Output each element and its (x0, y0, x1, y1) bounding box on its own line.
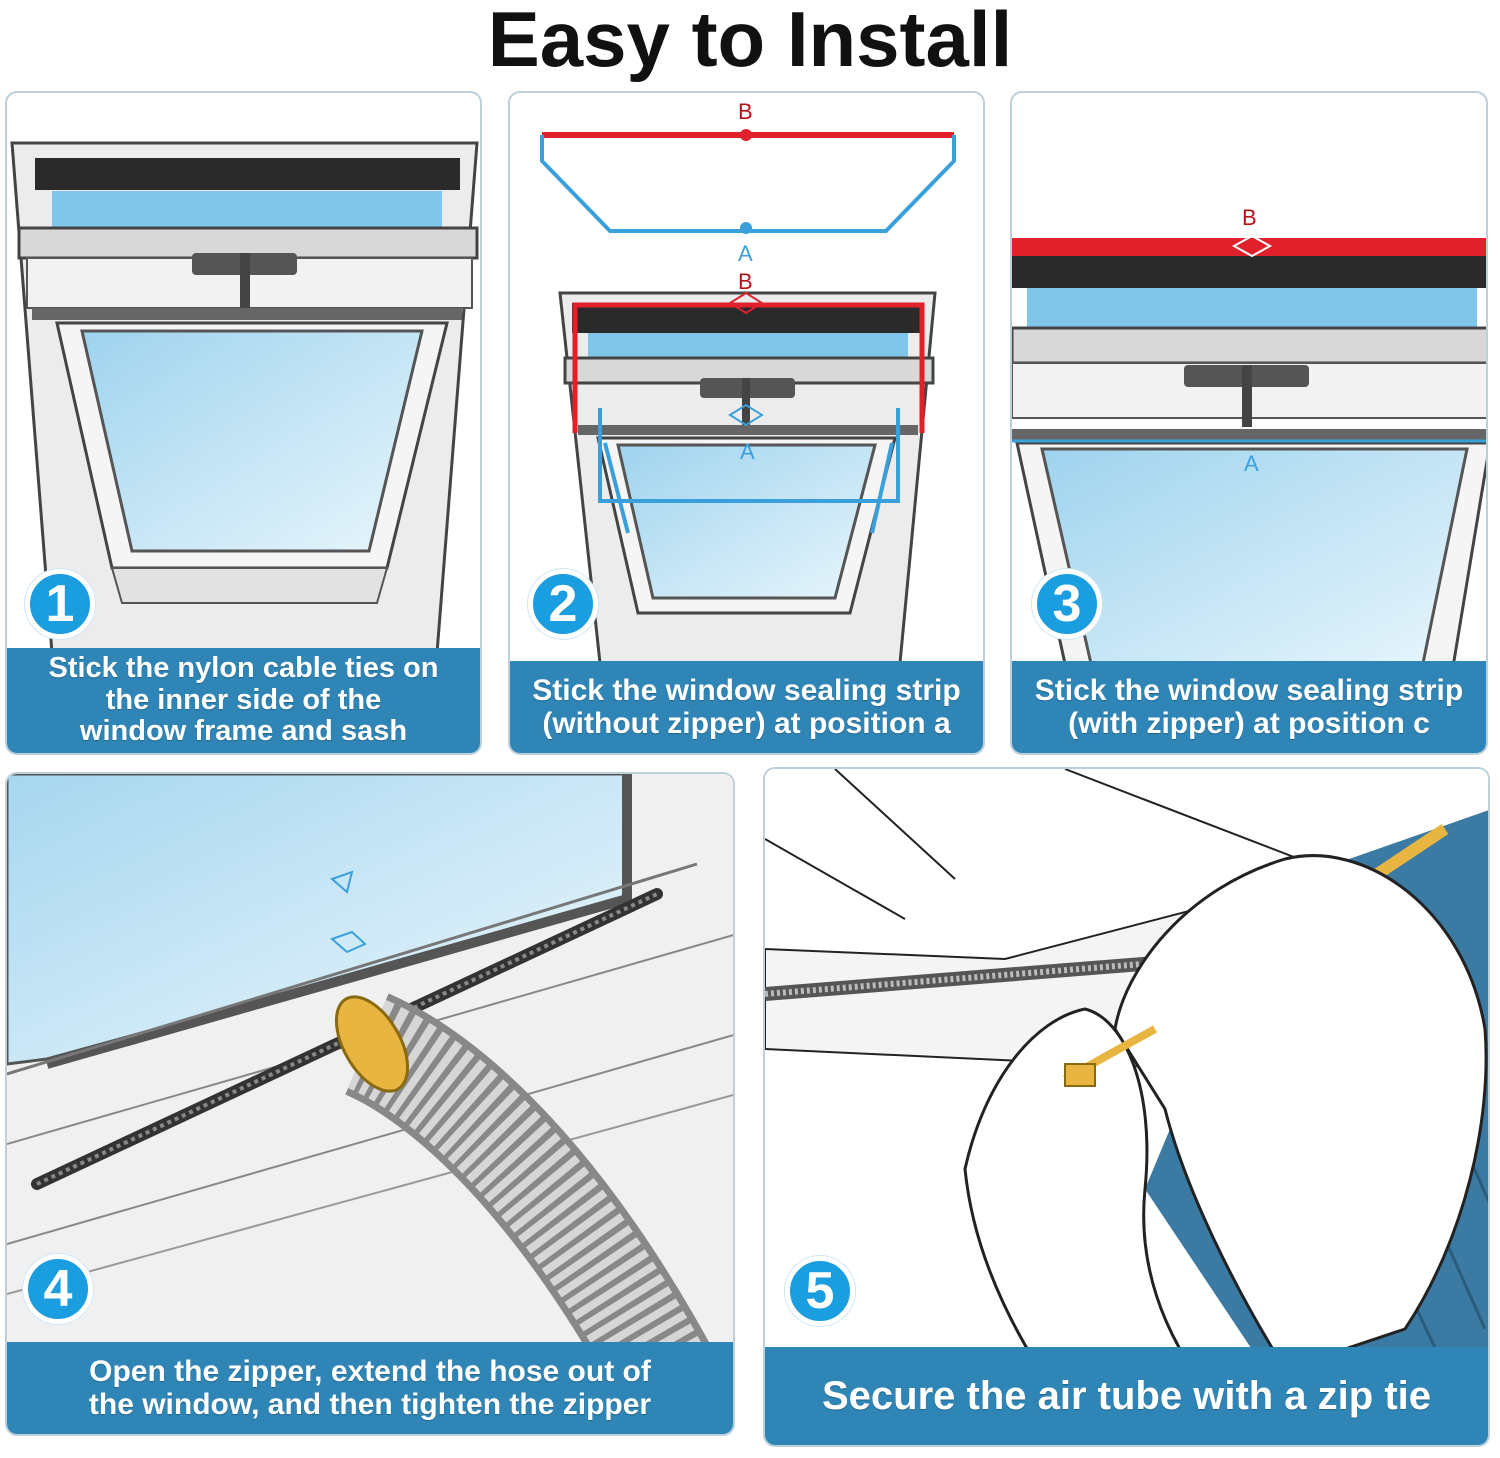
step-3-caption: Stick the window sealing strip (with zip… (1034, 674, 1464, 740)
window-label-b: B (1242, 205, 1257, 230)
step-5-panel: 5 Secure the air tube with a zip tie (763, 767, 1490, 1447)
step-5-zip-tie-illustration (765, 769, 1488, 1445)
step-3-number-badge: 3 (1032, 569, 1102, 639)
step-4-caption: Open the zipper, extend the hose out of … (88, 1355, 652, 1421)
step-1-caption-bar: Stick the nylon cable ties on the inner … (7, 648, 480, 753)
step-3-panel: B A 3 Stick the window sealing strip (wi… (1010, 91, 1488, 755)
window-label-a: A (1244, 451, 1259, 476)
step-4-panel: 4 Open the zipper, extend the hose out o… (5, 772, 735, 1436)
step-2-caption-bar: Stick the window sealing strip (without … (510, 661, 983, 753)
step-4-number-badge: 4 (23, 1254, 93, 1324)
window-label-b: B (738, 269, 753, 294)
step-3-window-illustration (1012, 234, 1486, 675)
strip-label-b-top: B (738, 99, 753, 124)
step-4-hose-zipper-illustration (7, 774, 733, 1434)
step-1-caption: Stick the nylon cable ties on the inner … (48, 651, 439, 748)
step-1-panel: 1 Stick the nylon cable ties on the inne… (5, 91, 482, 755)
step-2-caption: Stick the window sealing strip (without … (532, 674, 961, 740)
step-2-panel: B A B A 2 Stick the window sealing strip… (508, 91, 985, 755)
strip-label-a-top: A (738, 241, 753, 266)
step-2-strip-and-window-illustration (540, 129, 956, 665)
step-5-caption-bar: Secure the air tube with a zip tie (765, 1347, 1488, 1445)
step-1-window-illustration (10, 141, 479, 655)
step-5-caption: Secure the air tube with a zip tie (821, 1374, 1432, 1418)
step-2-number-badge: 2 (528, 569, 598, 639)
step-4-caption-bar: Open the zipper, extend the hose out of … (7, 1342, 733, 1434)
step-3-caption-bar: Stick the window sealing strip (with zip… (1012, 661, 1486, 753)
page-title: Easy to Install (487, 0, 1013, 83)
step-5-number-badge: 5 (785, 1256, 855, 1326)
step-1-number-badge: 1 (25, 569, 95, 639)
window-label-a: A (740, 439, 755, 464)
